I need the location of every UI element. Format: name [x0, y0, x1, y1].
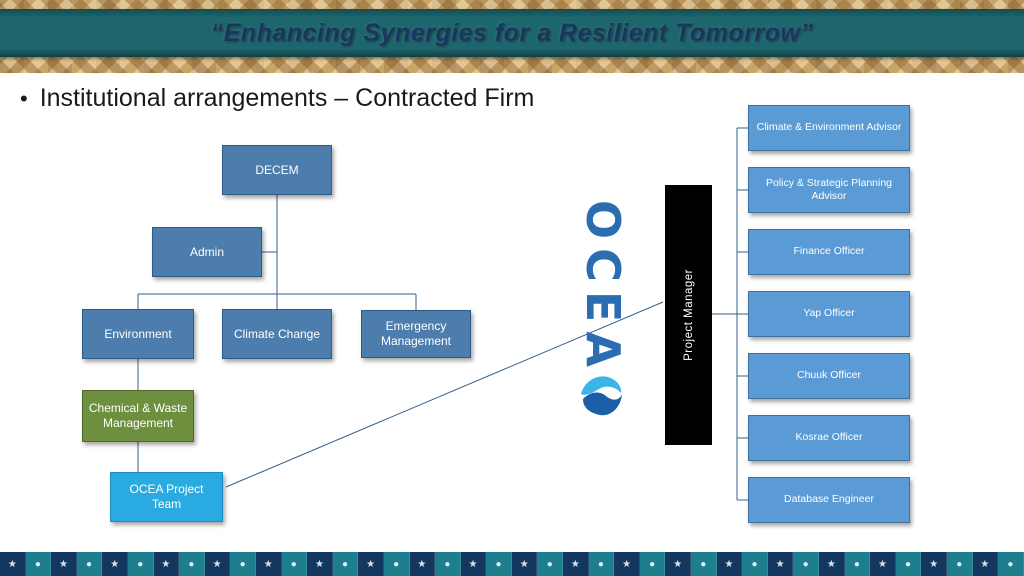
org-box-emergency-management: Emergency Management: [361, 310, 471, 358]
radio-tower-icon: ●: [281, 552, 308, 576]
title-ribbon: “Enhancing Synergies for a Resilient Tom…: [0, 9, 1024, 57]
org-box-admin: Admin: [152, 227, 262, 277]
staff-box-climate-environment-advisor: Climate & Environment Advisor: [748, 105, 910, 151]
staff-box-policy-strategic-planning-advisor: Policy & Strategic Planning Advisor: [748, 167, 910, 213]
radio-tower-icon: ●: [179, 552, 205, 576]
slide-motto: “Enhancing Synergies for a Resilient Tom…: [210, 18, 814, 47]
radio-tower-icon: ●: [998, 552, 1024, 576]
un-emblem-icon: ★: [665, 552, 692, 576]
un-emblem-icon: ★: [563, 552, 589, 576]
radio-tower-icon: ●: [383, 552, 410, 576]
radio-tower-icon: ●: [895, 552, 922, 576]
woven-banner: “Enhancing Synergies for a Resilient Tom…: [0, 0, 1024, 73]
un-emblem-icon: ★: [0, 552, 26, 576]
un-emblem-icon: ★: [51, 552, 77, 576]
project-manager-bar: Project Manager: [665, 185, 712, 445]
un-emblem-icon: ★: [716, 552, 743, 576]
un-emblem-icon: ★: [409, 552, 436, 576]
radio-tower-icon: ●: [946, 552, 973, 576]
ocea-logo-text: OCEA: [576, 200, 630, 376]
un-emblem-icon: ★: [972, 552, 999, 576]
radio-tower-icon: ●: [486, 552, 512, 576]
radio-tower-icon: ●: [793, 552, 819, 576]
footer-strip: ★●★●★●★●★●★●★●★●★●★●★●★●★●★●★●★●★●★●★●★●: [0, 552, 1024, 576]
page-title-text: Institutional arrangements – Contracted …: [39, 84, 535, 112]
org-box-decem: DECEM: [222, 145, 332, 195]
radio-tower-icon: ●: [76, 552, 103, 576]
radio-tower-icon: ●: [691, 552, 717, 576]
org-box-ocea-project-team: OCEA Project Team: [110, 472, 223, 522]
page-title: • Institutional arrangements – Contracte…: [20, 84, 534, 113]
staff-box-kosrae-officer: Kosrae Officer: [748, 415, 910, 461]
un-emblem-icon: ★: [153, 552, 180, 576]
un-emblem-icon: ★: [102, 552, 128, 576]
radio-tower-icon: ●: [639, 552, 666, 576]
staff-box-finance-officer: Finance Officer: [748, 229, 910, 275]
staff-box-yap-officer: Yap Officer: [748, 291, 910, 337]
un-emblem-icon: ★: [511, 552, 538, 576]
radio-tower-icon: ●: [435, 552, 461, 576]
radio-tower-icon: ●: [537, 552, 564, 576]
un-emblem-icon: ★: [767, 552, 794, 576]
un-emblem-icon: ★: [204, 552, 231, 576]
un-emblem-icon: ★: [358, 552, 384, 576]
un-emblem-icon: ★: [307, 552, 333, 576]
ocea-wave-icon: [581, 376, 622, 416]
org-box-chemical-waste-management: Chemical & Waste Management: [82, 390, 194, 442]
radio-tower-icon: ●: [25, 552, 52, 576]
un-emblem-icon: ★: [255, 552, 282, 576]
radio-tower-icon: ●: [742, 552, 768, 576]
un-emblem-icon: ★: [460, 552, 487, 576]
bullet-marker: •: [20, 86, 28, 111]
un-emblem-icon: ★: [870, 552, 896, 576]
radio-tower-icon: ●: [127, 552, 154, 576]
staff-box-chuuk-officer: Chuuk Officer: [748, 353, 910, 399]
staff-box-database-engineer: Database Engineer: [748, 477, 910, 523]
project-manager-label: Project Manager: [682, 269, 695, 361]
radio-tower-icon: ●: [588, 552, 615, 576]
un-emblem-icon: ★: [819, 552, 845, 576]
un-emblem-icon: ★: [921, 552, 947, 576]
radio-tower-icon: ●: [230, 552, 256, 576]
radio-tower-icon: ●: [844, 552, 871, 576]
org-box-environment: Environment: [82, 309, 194, 359]
org-box-climate-change: Climate Change: [222, 309, 332, 359]
radio-tower-icon: ●: [332, 552, 359, 576]
un-emblem-icon: ★: [614, 552, 640, 576]
